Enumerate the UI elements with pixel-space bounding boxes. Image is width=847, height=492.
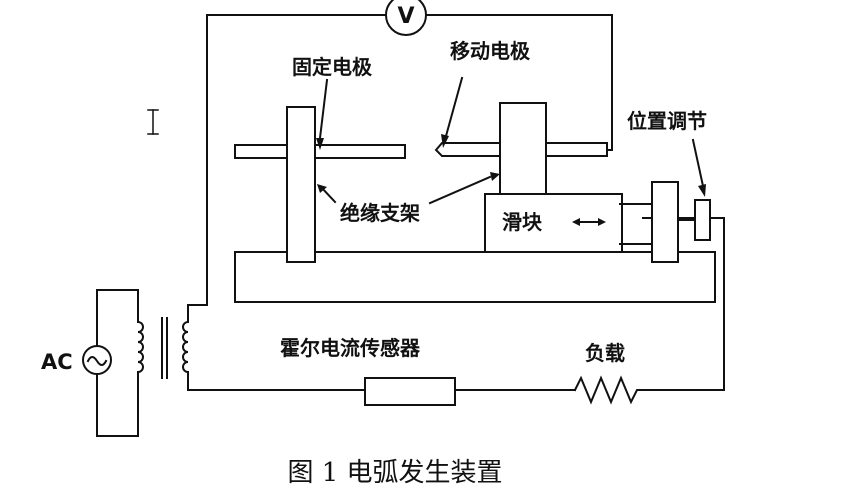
end-block — [651, 181, 679, 263]
text-cursor-icon — [147, 109, 159, 135]
slider-label: 滑块 — [502, 210, 543, 234]
position-adjust-label: 位置调节 — [627, 109, 707, 133]
moving-insulating-support — [499, 102, 547, 195]
load-label: 负载 — [585, 341, 625, 365]
primary-circuit — [82, 289, 139, 437]
leader-arrows — [316, 76, 706, 205]
voltmeter-label: V — [397, 4, 414, 29]
secondary-circuit — [187, 304, 644, 406]
voltmeter: V — [385, 0, 427, 36]
slider-double-arrow — [572, 218, 606, 226]
fixed-insulating-support — [286, 106, 316, 263]
fixed-electrode-label: 固定电极 — [292, 55, 373, 79]
ac-source-label: AC — [41, 350, 73, 374]
transformer — [136, 317, 190, 379]
figure-caption: 图 1 电弧发生装置 — [287, 458, 502, 488]
moving-electrode-label: 移动电极 — [450, 39, 531, 63]
insulating-support-label: 绝缘支架 — [340, 201, 420, 225]
load-resistor — [573, 375, 644, 405]
position-adjust-knob — [694, 199, 711, 241]
hall-sensor-label: 霍尔电流传感器 — [280, 336, 421, 360]
hall-sensor — [364, 377, 456, 406]
